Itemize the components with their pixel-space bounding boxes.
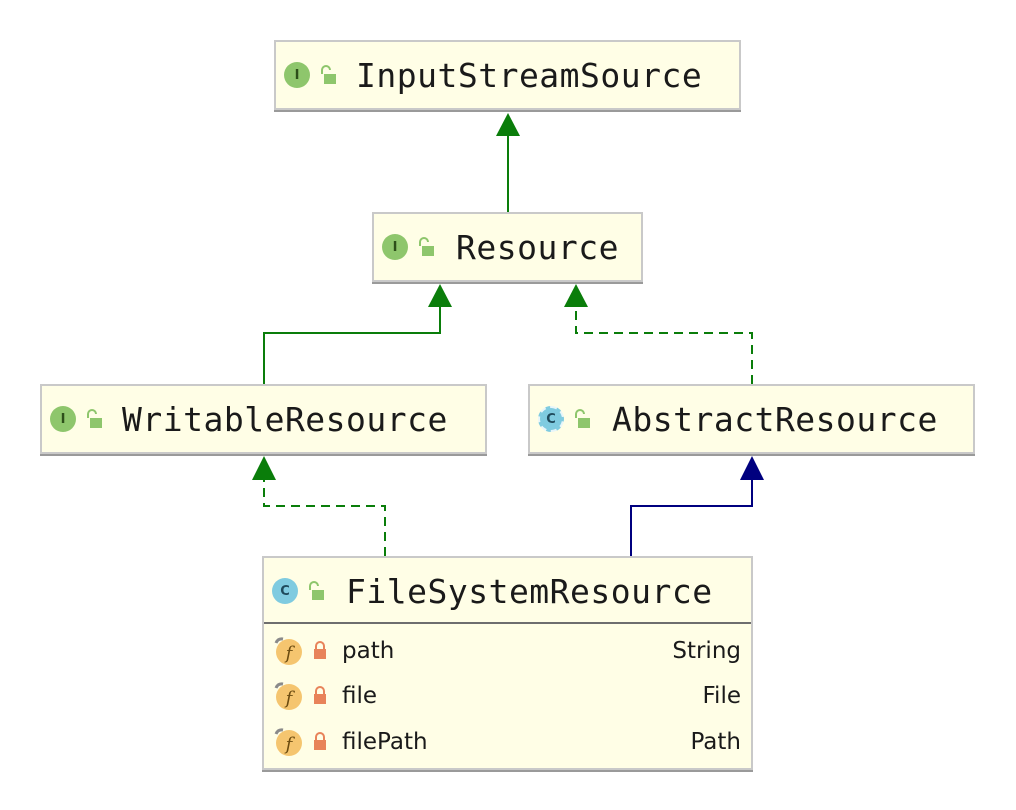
locked-private-icon <box>314 641 326 659</box>
node-title: InputStreamSource <box>356 56 703 95</box>
field-type: Path <box>690 729 741 755</box>
edge-resource-extends-inputstreamsource <box>496 113 520 212</box>
field-name: path <box>342 638 395 664</box>
unlocked-public-icon <box>321 65 336 84</box>
interface-icon: I <box>382 234 408 260</box>
field-name: file <box>342 683 378 709</box>
edge-abstractresource-implements-resource <box>564 284 753 384</box>
node-writableresource[interactable]: I WritableResource <box>40 384 487 454</box>
edge-writableresource-extends-resource <box>263 284 452 384</box>
node-title: Resource <box>456 228 619 267</box>
field-icon: f <box>274 682 302 710</box>
node-abstractresource[interactable]: C AbstractResource <box>528 384 975 454</box>
field-type: File <box>702 683 742 709</box>
node-inputstreamsource[interactable]: I InputStreamSource <box>274 40 741 110</box>
locked-private-icon <box>314 732 326 750</box>
edge-filesystemresource-extends-abstractresource <box>630 456 764 556</box>
interface-icon: I <box>284 62 310 88</box>
node-filesystemresource[interactable]: C FileSystemResource f path String f f <box>262 556 753 770</box>
field-row-filepath[interactable]: f filePath Path <box>264 721 751 767</box>
unlocked-public-icon <box>575 409 590 428</box>
node-title: FileSystemResource <box>346 572 713 611</box>
node-resource[interactable]: I Resource <box>372 212 643 282</box>
edge-filesystemresource-implements-writableresource <box>252 456 386 556</box>
interface-icon: I <box>50 406 76 432</box>
field-name: filePath <box>342 729 428 755</box>
unlocked-public-icon <box>87 409 102 428</box>
field-icon: f <box>274 637 302 665</box>
locked-private-icon <box>314 686 326 704</box>
field-row-path[interactable]: f path String <box>264 630 751 676</box>
unlocked-public-icon <box>419 237 434 256</box>
node-title: WritableResource <box>122 400 448 439</box>
abstract-class-icon: C <box>538 406 564 432</box>
class-icon: C <box>272 578 298 604</box>
field-icon: f <box>274 728 302 756</box>
field-row-file[interactable]: f file File <box>264 675 751 721</box>
node-title: AbstractResource <box>612 400 938 439</box>
field-type: String <box>672 638 741 664</box>
unlocked-public-icon <box>309 581 324 600</box>
